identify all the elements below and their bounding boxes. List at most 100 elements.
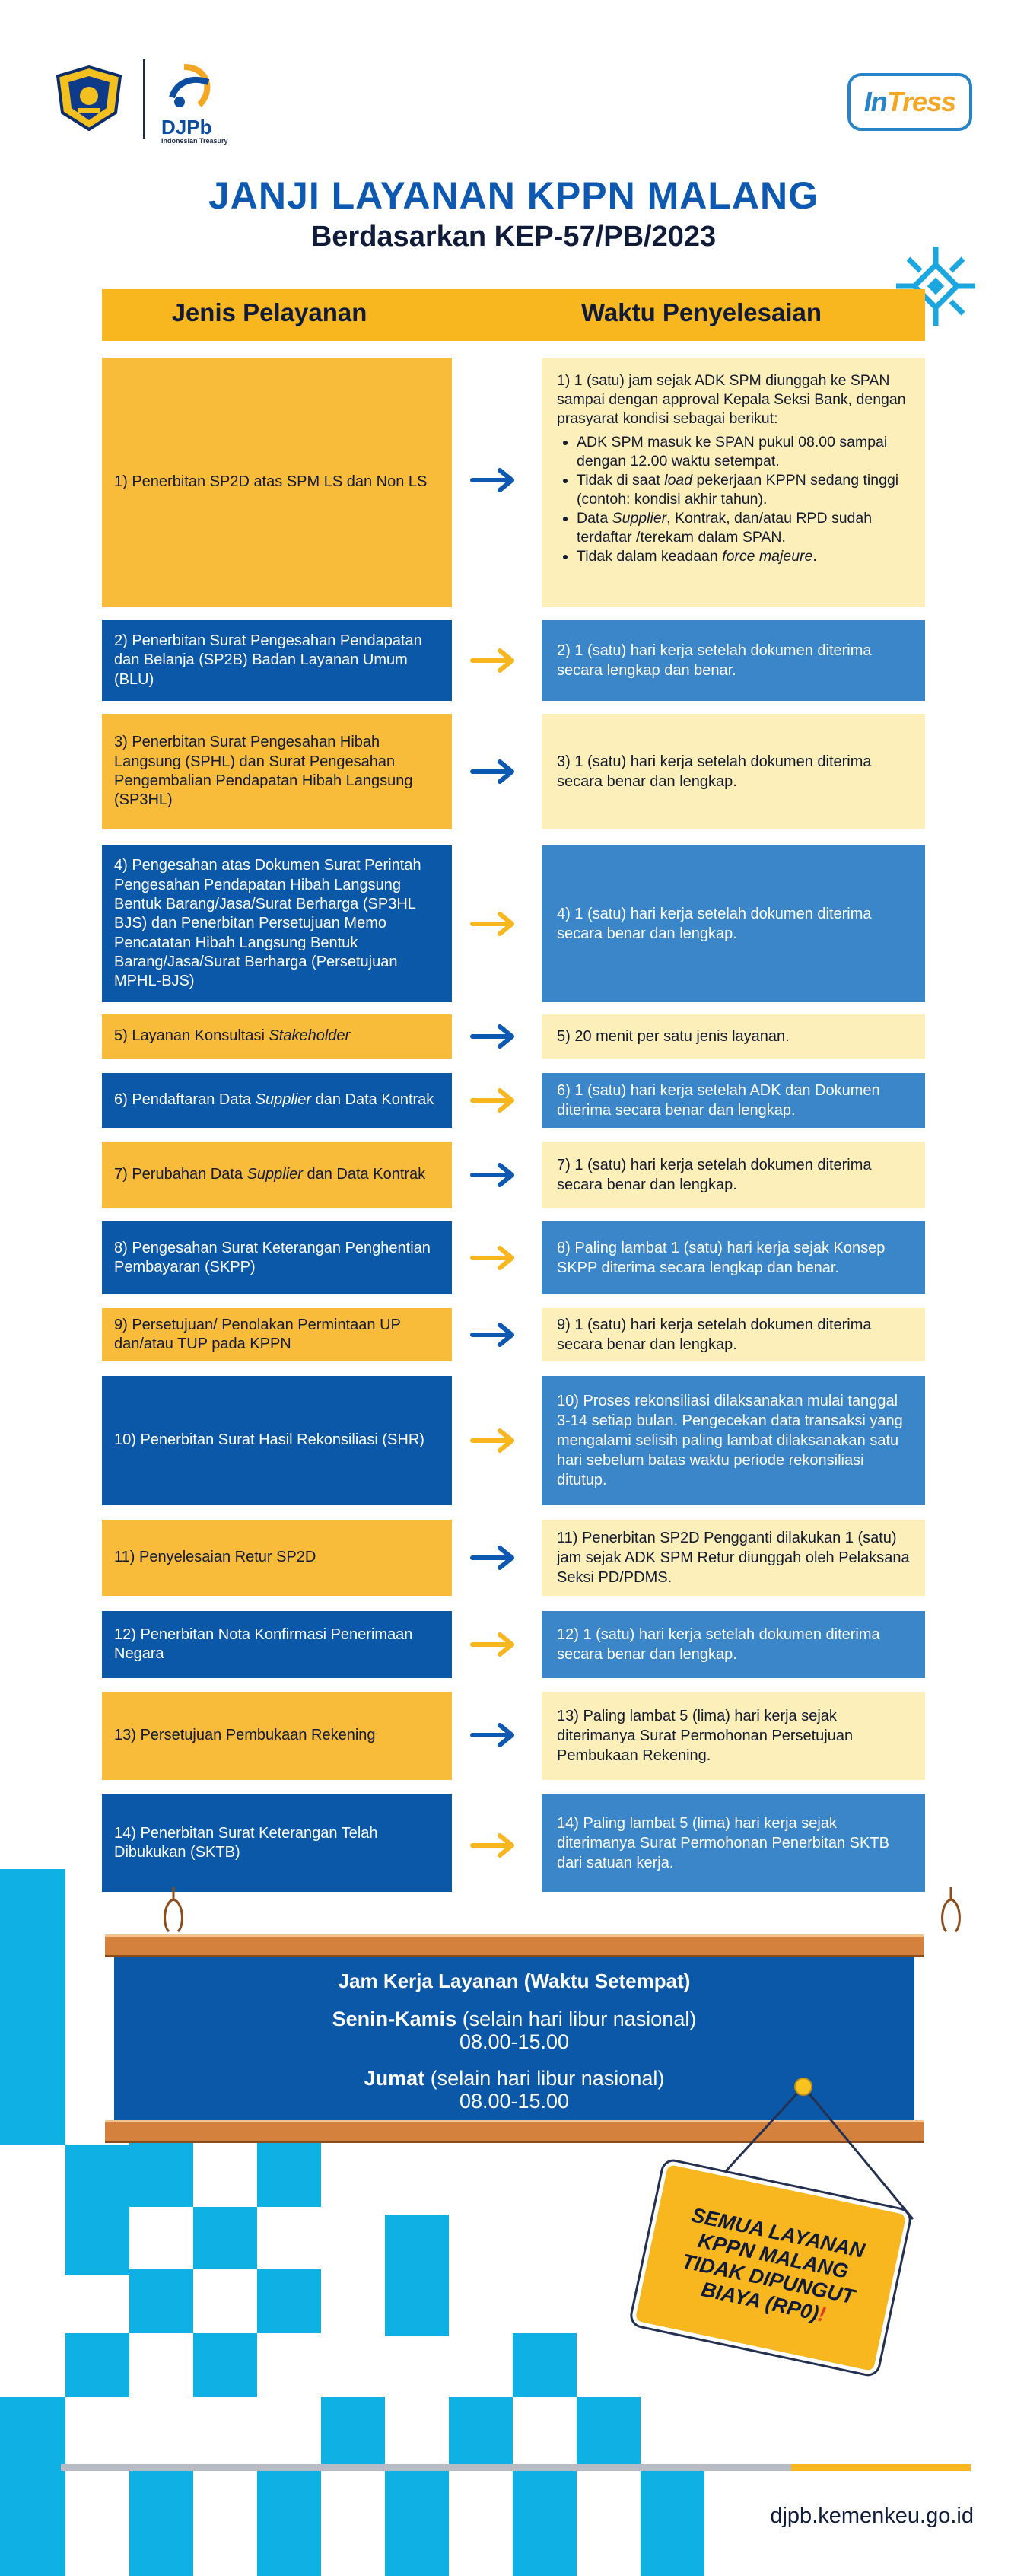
decor-square: [577, 2397, 641, 2464]
service-cell: 9) Persetujuan/ Penolakan Permintaan UP …: [102, 1308, 452, 1361]
table-header-bar: [102, 289, 925, 341]
time-cell: 8) Paling lambat 1 (satu) hari kerja sej…: [542, 1221, 925, 1294]
time-cell: 10) Proses rekonsiliasi dilaksanakan mul…: [542, 1376, 925, 1505]
condition-italic: force majeure: [722, 547, 813, 565]
service-text: 9) Persetujuan/ Penolakan Permintaan UP …: [114, 1316, 401, 1352]
service-cell: 8) Pengesahan Surat Keterangan Penghenti…: [102, 1221, 452, 1294]
time-text: 5) 20 menit per satu jenis layanan.: [557, 1028, 790, 1045]
condition-text: .: [812, 547, 817, 565]
time-cell: 14) Paling lambat 5 (lima) hari kerja se…: [542, 1794, 925, 1892]
time-text: 14) Paling lambat 5 (lima) hari kerja se…: [557, 1815, 889, 1871]
time-cell: 12) 1 (satu) hari kerja setelah dokumen …: [542, 1611, 925, 1678]
service-text: 3) Penerbitan Surat Pengesahan Hibah Lan…: [114, 734, 413, 809]
kemenkeu-emblem-icon: [56, 65, 122, 131]
time-text: 6) 1 (satu) hari kerja setelah ADK dan D…: [557, 1082, 880, 1119]
service-text: 11) Penyelesaian Retur SP2D: [114, 1549, 316, 1566]
decor-square: [513, 2464, 577, 2576]
service-cell: 5) Layanan Konsultasi Stakeholder: [102, 1014, 452, 1059]
service-cell: 3) Penerbitan Surat Pengesahan Hibah Lan…: [102, 714, 452, 829]
page-subtitle: Berdasarkan KEP-57/PB/2023: [310, 221, 717, 253]
service-text-italic: Stakeholder: [269, 1027, 351, 1045]
service-text: 14) Penerbitan Surat Keterangan Telah Di…: [114, 1824, 378, 1861]
time-cell: 13) Paling lambat 5 (lima) hari kerja se…: [542, 1692, 925, 1780]
decor-square: [641, 2464, 704, 2576]
arrow-right-icon: [470, 1246, 514, 1270]
decor-square: [513, 2333, 577, 2397]
service-text-part: 7) Perubahan Data: [114, 1166, 247, 1183]
hours-days-note: (selain hari libur nasional): [456, 2008, 697, 2030]
arrow-right-icon: [470, 468, 514, 492]
intress-part-b: Tress: [886, 86, 956, 117]
column-header-service: Jenis Pelayanan: [171, 298, 367, 326]
sign-message: SEMUA LAYANAN KPPN MALANG TIDAK DIPUNGUT…: [679, 2203, 867, 2326]
time-intro: 1) 1 (satu) jam sejak ADK SPM diunggah k…: [557, 372, 906, 427]
condition-item: Data Supplier, Kontrak, dan/atau RPD sud…: [577, 509, 910, 547]
service-cell: 2) Penerbitan Surat Pengesahan Pendapata…: [102, 620, 452, 701]
service-cell: 12) Penerbitan Nota Konfirmasi Penerimaa…: [102, 1611, 452, 1678]
time-content: 1) 1 (satu) jam sejak ADK SPM diunggah k…: [557, 371, 910, 566]
condition-italic: Supplier: [612, 509, 667, 527]
arrow-right-icon: [470, 1163, 514, 1187]
arrow-right-icon: [470, 1546, 514, 1570]
wood-plank: [105, 1934, 924, 1957]
decor-square: [129, 2143, 193, 2207]
time-text: 3) 1 (satu) hari kerja setelah dokumen d…: [557, 753, 872, 790]
decor-square: [0, 2397, 65, 2576]
time-text: 12) 1 (satu) hari kerja setelah dokumen …: [557, 1626, 880, 1663]
time-text: 13) Paling lambat 5 (lima) hari kerja se…: [557, 1708, 854, 1764]
djpb-name: DJPb: [161, 116, 212, 139]
decor-square: [257, 2464, 321, 2576]
service-text: 8) Pengesahan Surat Keterangan Penghenti…: [114, 1239, 431, 1275]
decor-square: [321, 2397, 385, 2464]
service-text-part: dan Data Kontrak: [311, 1091, 434, 1109]
decor-square: [385, 2464, 449, 2576]
condition-italic: load: [664, 471, 693, 489]
time-cell: 5) 20 menit per satu jenis layanan.: [542, 1014, 925, 1059]
website-link[interactable]: djpb.kemenkeu.go.id: [770, 2504, 974, 2528]
service-text: 5) Layanan Konsultasi Stakeholder: [114, 1027, 350, 1046]
condition-text: Data: [577, 509, 612, 527]
decor-square: [385, 2215, 449, 2336]
condition-text: Tidak dalam keadaan: [577, 547, 723, 565]
service-text-part: 5) Layanan Konsultasi: [114, 1027, 269, 1045]
decor-square: [257, 2143, 321, 2207]
arrow-right-icon: [470, 1088, 514, 1113]
hours-days-bold: Senin-Kamis: [332, 2008, 457, 2030]
intress-part-a: In: [863, 86, 888, 117]
hours-time: 08.00-15.00: [459, 2090, 570, 2113]
time-cell: 11) Penerbitan SP2D Pengganti dilakukan …: [542, 1520, 925, 1596]
time-cell: 2) 1 (satu) hari kerja setelah dokumen d…: [542, 620, 925, 701]
time-text: 2) 1 (satu) hari kerja setelah dokumen d…: [557, 642, 872, 679]
arrow-right-icon: [470, 1428, 514, 1453]
decor-square: [257, 2269, 321, 2333]
hanger-icon: [164, 1887, 183, 1933]
service-cell: 7) Perubahan Data Supplier dan Data Kont…: [102, 1142, 452, 1208]
time-text: 4) 1 (satu) hari kerja setelah dokumen d…: [557, 906, 872, 942]
arrow-right-icon: [470, 1024, 514, 1049]
wood-plank: [105, 2120, 924, 2143]
arrow-right-icon: [470, 1323, 514, 1347]
service-cell: 6) Pendaftaran Data Supplier dan Data Ko…: [102, 1073, 452, 1128]
decor-square: [193, 2333, 257, 2397]
service-cell: 14) Penerbitan Surat Keterangan Telah Di…: [102, 1794, 452, 1892]
time-text: 7) 1 (satu) hari kerja setelah dokumen d…: [557, 1157, 872, 1193]
service-text: 1) Penerbitan SP2D atas SPM LS dan Non L…: [114, 473, 428, 491]
decor-square: [193, 2207, 257, 2269]
hours-days-note: (selain hari libur nasional): [424, 2067, 665, 2090]
time-text: 8) Paling lambat 1 (satu) hari kerja sej…: [557, 1240, 886, 1276]
service-text: 13) Persetujuan Pembukaan Rekening: [114, 1727, 376, 1744]
hanger-icon: [941, 1887, 961, 1933]
decor-square: [129, 2269, 193, 2333]
service-cell: 1) Penerbitan SP2D atas SPM LS dan Non L…: [102, 358, 452, 607]
service-text: 10) Penerbitan Surat Hasil Rekonsiliasi …: [114, 1431, 424, 1449]
decor-square: [65, 2145, 129, 2275]
service-cell: 11) Penyelesaian Retur SP2D: [102, 1520, 452, 1596]
service-text-italic: Supplier: [246, 1166, 303, 1183]
logo-divider: [143, 59, 145, 139]
time-cell: 7) 1 (satu) hari kerja setelah dokumen d…: [542, 1142, 925, 1208]
service-cell: 13) Persetujuan Pembukaan Rekening: [102, 1692, 452, 1780]
sign-text: SEMUA LAYANAN KPPN MALANG TIDAK DIPUNGUT…: [642, 2196, 900, 2339]
djpb-subtitle: Indonesian Treasury: [161, 137, 228, 145]
djpb-logo-icon: [169, 64, 211, 107]
